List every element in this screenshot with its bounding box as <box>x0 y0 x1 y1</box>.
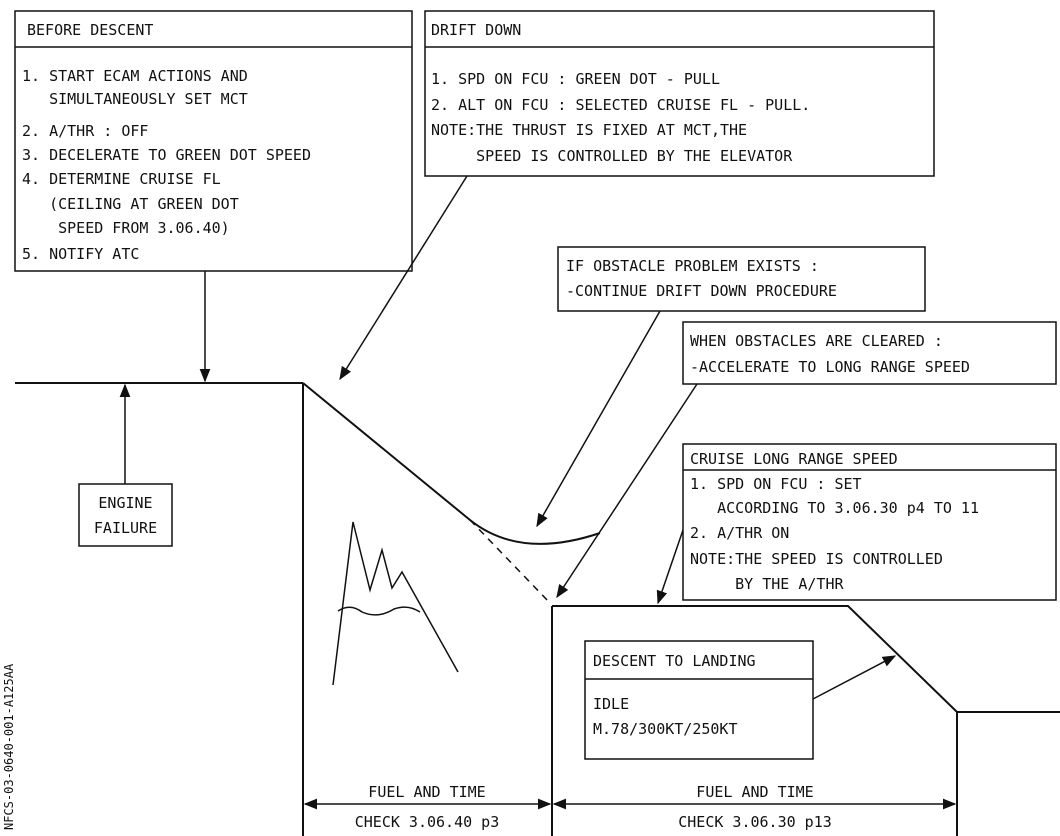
fuel-time-right-line-2: CHECK 3.06.30 p13 <box>678 813 832 831</box>
engine-failure-box: ENGINE FAILURE <box>78 483 173 547</box>
before-descent-line-3: 2. A/THR : OFF <box>22 122 148 140</box>
long-range-cruise-line <box>552 605 1060 713</box>
obstacle-problem-box: IF OBSTACLE PROBLEM EXISTS : -CONTINUE D… <box>557 246 926 312</box>
cruise-long-range-title: CRUISE LONG RANGE SPEED <box>690 450 898 468</box>
before-descent-line-1: 1. START ECAM ACTIONS AND <box>22 67 248 85</box>
mountain-level-line <box>337 606 421 616</box>
drift-down-line-4: SPEED IS CONTROLLED BY THE ELEVATOR <box>431 147 793 165</box>
fuel-time-left-line-2: CHECK 3.06.40 p3 <box>355 813 500 831</box>
descent-to-landing-arrow <box>812 655 897 700</box>
before-descent-line-2: SIMULTANEOUSLY SET MCT <box>22 90 248 108</box>
descent-to-landing-box: DESCENT TO LANDING IDLE M.78/300KT/250KT <box>584 640 814 760</box>
mountain-outline <box>332 521 459 686</box>
drift-down-title: DRIFT DOWN <box>431 21 521 39</box>
before-descent-title: BEFORE DESCENT <box>27 21 153 39</box>
cruise-long-range-line-5: BY THE A/THR <box>690 575 844 593</box>
obstacles-cleared-line-1: WHEN OBSTACLES ARE CLEARED : <box>690 332 943 350</box>
before-descent-line-4: 3. DECELERATE TO GREEN DOT SPEED <box>22 146 311 164</box>
obstacles-cleared-box: WHEN OBSTACLES ARE CLEARED : -ACCELERATE… <box>682 321 1057 385</box>
fuel-time-right-line-1: FUEL AND TIME <box>696 783 813 801</box>
obstacles-cleared-arrow <box>556 383 698 599</box>
cruise-long-range-box: CRUISE LONG RANGE SPEED 1. SPD ON FCU : … <box>682 443 1057 601</box>
descent-to-landing-title: DESCENT TO LANDING <box>593 652 756 670</box>
figure-reference: NFCS-03-0640-001-A125AA <box>2 663 16 830</box>
before-descent-line-7: SPEED FROM 3.06.40) <box>22 219 230 237</box>
cruise-long-range-arrow <box>656 529 684 605</box>
engine-failure-line-1: ENGINE <box>98 494 152 512</box>
obstacle-problem-line-1: IF OBSTACLE PROBLEM EXISTS : <box>566 257 819 275</box>
cruise-long-range-line-3: 2. A/THR ON <box>690 524 789 542</box>
cruise-long-range-line-2: ACCORDING TO 3.06.30 p4 TO 11 <box>690 499 979 517</box>
obstacle-problem-line-2: -CONTINUE DRIFT DOWN PROCEDURE <box>566 282 837 300</box>
before-descent-line-6: (CEILING AT GREEN DOT <box>22 195 239 213</box>
drift-down-arrow <box>339 175 468 381</box>
before-descent-line-5: 4. DETERMINE CRUISE FL <box>22 170 221 188</box>
engine-failure-line-2: FAILURE <box>94 519 157 537</box>
drift-down-curve <box>302 382 601 545</box>
descent-to-landing-line-1: IDLE <box>593 695 629 713</box>
drift-down-line-1: 1. SPD ON FCU : GREEN DOT - PULL <box>431 70 720 88</box>
drift-down-extension-dashed <box>469 519 551 604</box>
before-descent-box: BEFORE DESCENT 1. START ECAM ACTIONS AND… <box>14 10 413 272</box>
before-descent-line-8: 5. NOTIFY ATC <box>22 245 139 263</box>
drift-down-line-3: NOTE:THE THRUST IS FIXED AT MCT,THE <box>431 121 747 139</box>
drift-down-line-2: 2. ALT ON FCU : SELECTED CRUISE FL - PUL… <box>431 96 810 114</box>
drift-down-box: DRIFT DOWN 1. SPD ON FCU : GREEN DOT - P… <box>424 10 935 177</box>
obstacles-cleared-line-2: -ACCELERATE TO LONG RANGE SPEED <box>690 358 970 376</box>
cruise-long-range-line-4: NOTE:THE SPEED IS CONTROLLED <box>690 550 943 568</box>
obstacle-problem-arrow <box>536 310 661 528</box>
fuel-time-left-line-1: FUEL AND TIME <box>368 783 485 801</box>
cruise-long-range-line-1: 1. SPD ON FCU : SET <box>690 475 862 493</box>
descent-to-landing-line-2: M.78/300KT/250KT <box>593 720 738 738</box>
